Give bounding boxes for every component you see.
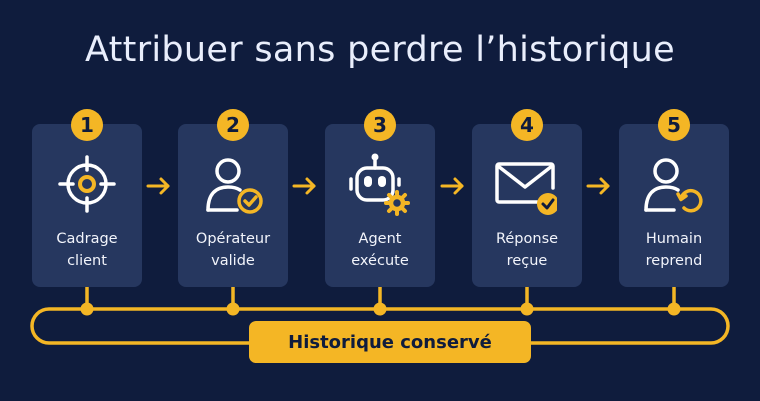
- step-card-3: [325, 124, 435, 287]
- step-number-5: 5: [658, 109, 690, 141]
- step-card-2: [178, 124, 288, 287]
- arrow-right-icon: [292, 177, 316, 195]
- arrow-right-icon: [440, 177, 464, 195]
- history-preserved-label: Historique conservé: [249, 321, 531, 363]
- user-check-icon: [206, 158, 263, 214]
- step-card-5: [619, 124, 729, 287]
- user-return-icon: [644, 158, 703, 213]
- target-icon: [58, 155, 116, 213]
- diagram-title: Attribuer sans perdre l’historique: [85, 30, 675, 70]
- step-card-4: [472, 124, 582, 287]
- mail-check-icon: [495, 162, 557, 215]
- step-number-3: 3: [364, 109, 396, 141]
- step-number-2: 2: [217, 109, 249, 141]
- step-number-4: 4: [511, 109, 543, 141]
- arrow-right-icon: [146, 177, 170, 195]
- robot-gear-icon: [349, 153, 410, 216]
- arrow-right-icon: [586, 177, 610, 195]
- step-number-1: 1: [71, 109, 103, 141]
